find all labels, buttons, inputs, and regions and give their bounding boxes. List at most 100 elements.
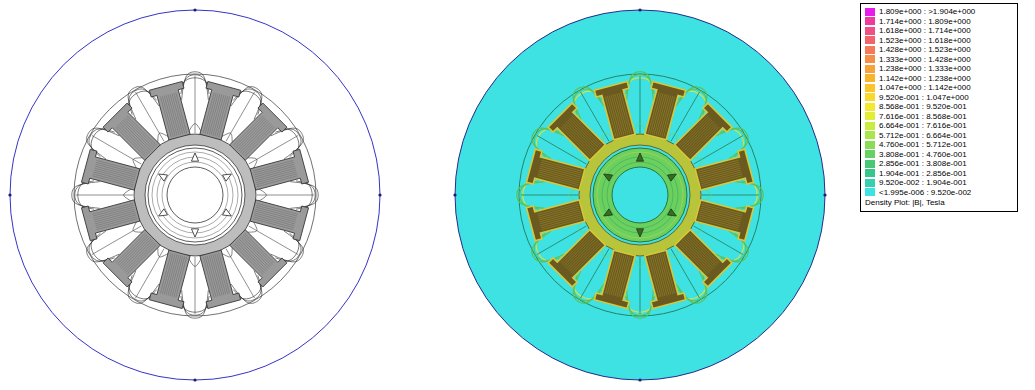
tooth-contour [652,256,663,297]
tooth-contour [700,170,741,181]
tooth-contour [255,168,296,179]
legend-row: 1.523e+000 : 1.618e+000 [865,36,1013,46]
air-boundary [455,10,825,380]
tooth-contour [540,211,581,222]
tooth-contour [680,117,710,147]
legend-row: 6.664e-001 : 7.616e-001 [865,121,1013,131]
tooth-contour [656,95,667,136]
boundary-point [8,193,11,196]
tooth-contour [219,253,230,294]
tooth-contour [116,127,146,157]
tooth-contour [698,219,739,230]
legend-text: 4.760e-001 : 5.712e-001 [879,140,967,150]
tooth-contour [605,253,616,294]
tooth-contour [562,126,592,156]
tooth-contour [117,126,147,156]
magnet [223,174,232,181]
tooth-contour [119,236,149,266]
tooth-contour [568,240,598,270]
legend-text: 1.714e+000 : 1.809e+000 [879,17,971,27]
legend-row: 2.856e-001 : 3.808e-001 [865,159,1013,169]
tooth-contour [217,253,228,294]
tooth-contour [117,235,147,265]
tooth-contour [203,92,214,133]
tooth-contour [700,168,741,179]
tooth-contour [93,205,134,216]
legend-text: 1.047e+000 : 1.142e+000 [879,83,971,93]
tooth-contour [162,253,173,294]
tooth-contour [256,205,297,216]
legend-swatch [865,112,875,120]
stator-tooth [526,194,586,241]
stator-tooth [670,103,732,165]
tooth-contour [699,213,740,224]
legend-text: 3.808e-001 : 4.760e-001 [879,150,967,160]
tooth-contour [124,242,154,272]
legend-swatch [865,179,875,187]
tooth-contour [565,123,595,153]
legend-swatch [865,188,875,196]
tooth-contour [121,239,151,269]
tooth-contour [124,119,154,149]
slot-line [702,195,759,196]
tooth-contour [96,215,137,226]
tooth-contour [170,94,181,135]
stator-tooth [149,249,196,309]
tooth-contour [561,233,591,263]
tooth-contour [701,174,742,185]
tooth-contour [701,207,742,218]
legend-text: 1.333e+000 : 1.428e+000 [879,55,971,65]
tooth-contour [682,120,712,150]
tooth-contour [162,96,173,137]
stator-tooth [149,81,196,141]
legend-swatch [865,65,875,73]
tooth-contour [243,235,273,265]
tooth-contour [572,244,602,274]
boundary-point [193,8,196,11]
tooth-contour [564,124,594,154]
shaft-hole [167,167,223,223]
legend-row: 8.568e-001 : 9.520e-001 [865,102,1013,112]
stator-tooth [103,225,165,287]
tooth-contour [164,254,175,295]
tooth-contour [681,119,711,149]
slot-line [521,195,578,196]
tooth-contour [687,236,717,266]
boundary-point [453,193,456,196]
tooth-contour [685,237,715,267]
legend-swatch [865,103,875,111]
stator-tooth [694,194,754,241]
tooth-contour [701,205,742,216]
tooth-contour [681,242,711,272]
tooth-contour [121,121,151,151]
legend-swatch [865,84,875,92]
magnet [636,229,643,237]
legend-row: 5.712e-001 : 6.664e-001 [865,131,1013,141]
tooth-contour [615,255,626,296]
tooth-contour [688,126,718,156]
tooth-contour [561,127,591,157]
rotor-contour [162,162,228,228]
tooth-contour [119,124,149,154]
tooth-contour [540,166,581,177]
legend-row: 1.333e+000 : 1.428e+000 [865,55,1013,65]
tooth-contour [123,240,153,270]
legend-swatch [865,55,875,63]
tooth-contour [255,170,296,181]
legend-swatch [865,46,875,54]
rotor [148,148,242,242]
legend-text: 9.520e-001 : 1.047e+000 [879,93,969,103]
legend-swatch [865,169,875,177]
tooth-contour [96,217,137,228]
tooth-contour [236,242,266,272]
boundary-point [193,378,196,381]
tooth-contour [120,123,150,153]
tooth-contour [700,209,741,220]
tooth-contour [539,172,580,183]
air-boundary [10,10,380,380]
tooth-contour [541,217,582,228]
tooth-contour [205,93,216,134]
tooth-contour [126,243,156,273]
density-plot [453,8,826,381]
tooth-contour [660,96,671,137]
